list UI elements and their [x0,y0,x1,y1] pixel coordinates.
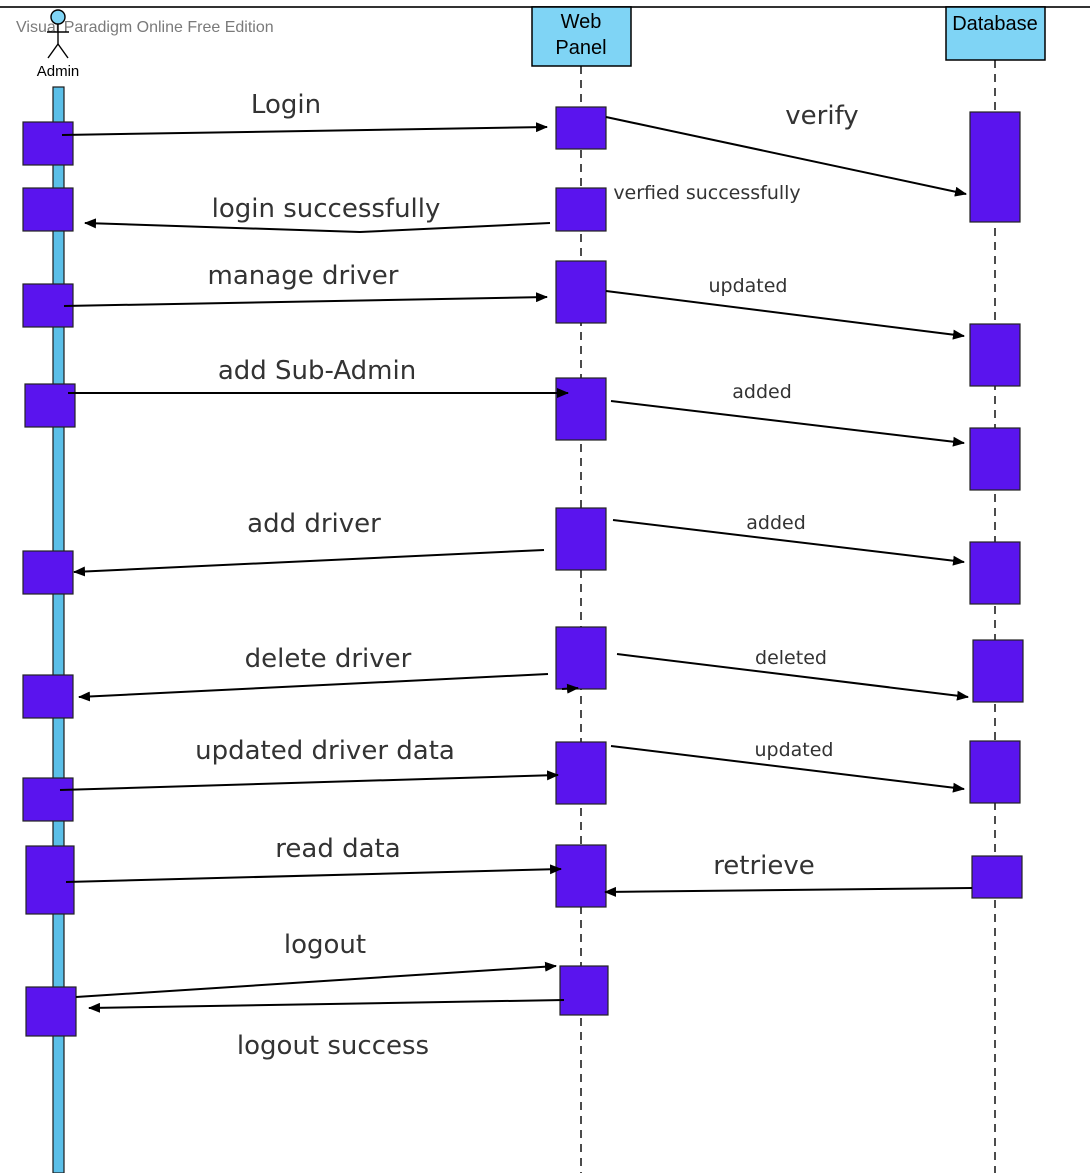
web-panel-activation [555,626,607,690]
database-title: Database [952,13,1038,35]
arrow-added-2 [612,519,965,566]
web-panel-title-line1: Web [561,11,602,33]
label-updated-2: updated [754,739,833,761]
database-activation [969,740,1021,804]
label-read-data: read data [275,834,400,864]
admin-activation [22,777,74,822]
admin-activation [22,187,74,232]
web-panel-participant [531,6,632,67]
label-retrieve: retrieve [713,851,815,881]
label-deleted: deleted [755,647,827,669]
arrow-delete-driver [78,673,549,702]
arrow-verify [605,116,967,197]
web-panel-title-line2: Panel [555,37,606,59]
database-activation [971,855,1023,899]
admin-label: Admin [37,63,80,80]
web-panel-activation [555,741,607,805]
arrow-logout [75,961,557,998]
arrow-deleted [616,653,969,701]
database-activation [969,323,1021,387]
web-panel-activation [555,106,607,150]
arrow-manage-driver [63,292,548,307]
web-panel-activation [555,377,607,441]
label-verfied-successfully: verfied successfully [613,182,800,204]
database-activation [972,639,1024,703]
web-panel-activation [555,507,607,571]
database-activation [969,111,1021,223]
arrow-read-data [65,864,562,883]
database-activation [969,427,1021,491]
label-login-successfully: login successfully [212,194,441,224]
arrow-add-driver [73,549,545,577]
admin-activation [25,845,75,915]
web-panel-activation [555,187,607,232]
web-panel-activation [559,965,609,1016]
admin-actor-icon [47,9,69,59]
arrow-logout-success [88,999,565,1013]
label-updated-driver-data: updated driver data [195,736,455,766]
label-delete-driver: delete driver [245,644,412,674]
database-activation [969,541,1021,605]
label-logout: logout [284,930,366,960]
admin-activation [25,986,77,1037]
admin-activation [22,674,74,719]
label-login: Login [251,90,321,120]
web-panel-activation [555,260,607,324]
admin-activation [22,121,74,166]
label-updated-1: updated [708,275,787,297]
arrow-login-successfully [84,218,551,234]
arrow-updated-2 [610,745,965,793]
arrow-added-1 [610,400,965,447]
label-manage-driver: manage driver [208,261,399,291]
label-add-driver: add driver [247,509,381,539]
arrow-login [61,122,548,136]
label-verify: verify [785,101,858,131]
arrow-updated-driver-data [59,770,559,791]
web-panel-activation [555,844,607,908]
label-add-sub-admin: add Sub-Admin [218,356,416,386]
label-added-1: added [732,381,792,403]
admin-activation [22,550,74,595]
arrow-delete-driver-tail [561,683,579,694]
label-logout-success: logout success [237,1031,429,1061]
watermark-text: Visual Paradigm Online Free Edition [16,19,274,36]
admin-lifeline [52,86,65,1173]
arrow-updated-1 [605,290,965,340]
label-added-2: added [746,512,806,534]
arrow-retrieve [604,886,973,897]
admin-activation [24,383,76,428]
